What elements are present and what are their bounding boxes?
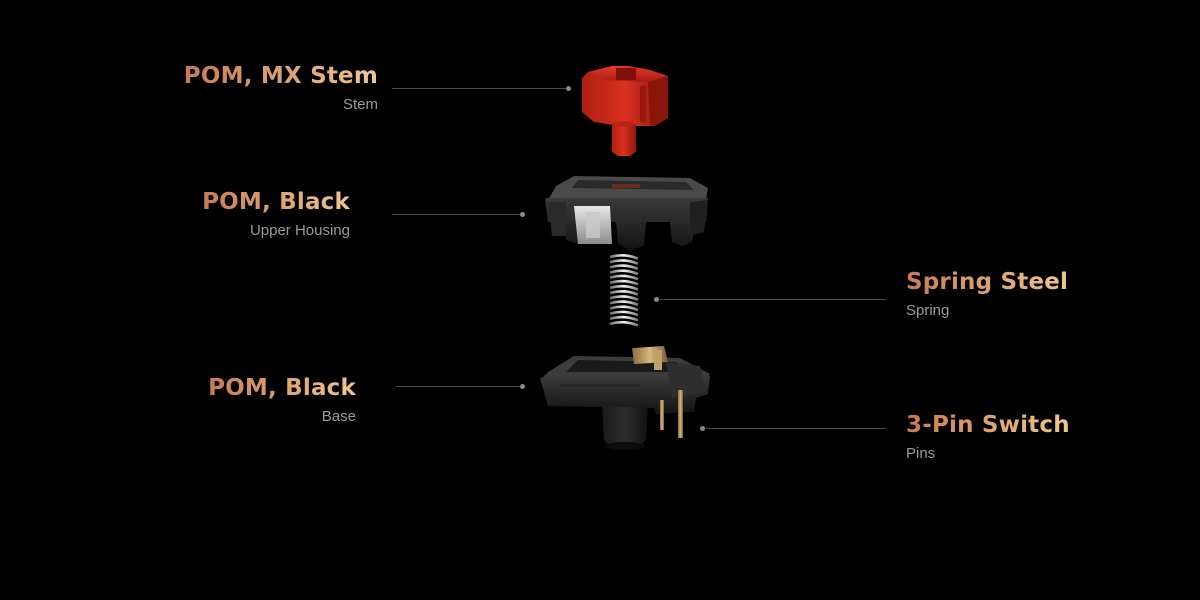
base-part: [540, 346, 710, 450]
stem-part: [582, 66, 668, 156]
spring-coil: [609, 310, 639, 317]
callout-base: POM, Black Base: [150, 374, 356, 426]
spring-coil: [609, 320, 639, 327]
callout-pins: 3-Pin Switch Pins: [906, 411, 1126, 463]
leader-dot-base: [520, 384, 525, 389]
callout-stem-part: Stem: [342, 96, 378, 113]
spring-coil: [609, 295, 639, 301]
spring-coil: [609, 315, 639, 322]
leader-line-stem: [392, 88, 566, 89]
spring-coil: [609, 305, 639, 312]
leader-dot-pins: [700, 426, 705, 431]
leader-dot-upper-housing: [520, 212, 525, 217]
callout-upper-housing-material: POM, Black: [202, 189, 350, 215]
leader-line-upper-housing: [392, 214, 520, 215]
pins-part: [660, 390, 683, 438]
callout-pins-part: Pins: [906, 445, 936, 462]
callout-stem: POM, MX Stem Stem: [150, 62, 378, 114]
spring-coil: [609, 290, 639, 296]
spring-coil: [609, 274, 639, 281]
leader-dot-stem: [566, 86, 571, 91]
spring-coil: [609, 284, 639, 291]
spring-part: [609, 254, 639, 327]
callout-stem-material: POM, MX Stem: [183, 63, 378, 89]
spring-coil: [609, 259, 639, 265]
callout-spring-material: Spring Steel: [906, 269, 1069, 295]
leader-line-base: [396, 386, 520, 387]
callout-base-part: Base: [321, 408, 356, 425]
callout-spring-part: Spring: [906, 302, 950, 319]
spring-coil: [609, 264, 639, 271]
callout-pins-material: 3-Pin Switch: [906, 412, 1070, 438]
spring-coil: [609, 300, 639, 307]
leader-line-pins: [706, 428, 886, 429]
leader-line-spring: [660, 299, 886, 300]
leader-dot-spring: [654, 297, 659, 302]
callout-upper-housing: POM, Black Upper Housing: [150, 188, 350, 240]
callout-upper-housing-part: Upper Housing: [249, 222, 350, 239]
callout-spring: Spring Steel Spring: [906, 268, 1126, 320]
spring-coil: [609, 254, 639, 260]
callout-base-material: POM, Black: [208, 375, 356, 401]
spring-coil: [609, 279, 639, 286]
upper-housing-part: [545, 176, 708, 250]
spring-coil: [609, 269, 639, 276]
